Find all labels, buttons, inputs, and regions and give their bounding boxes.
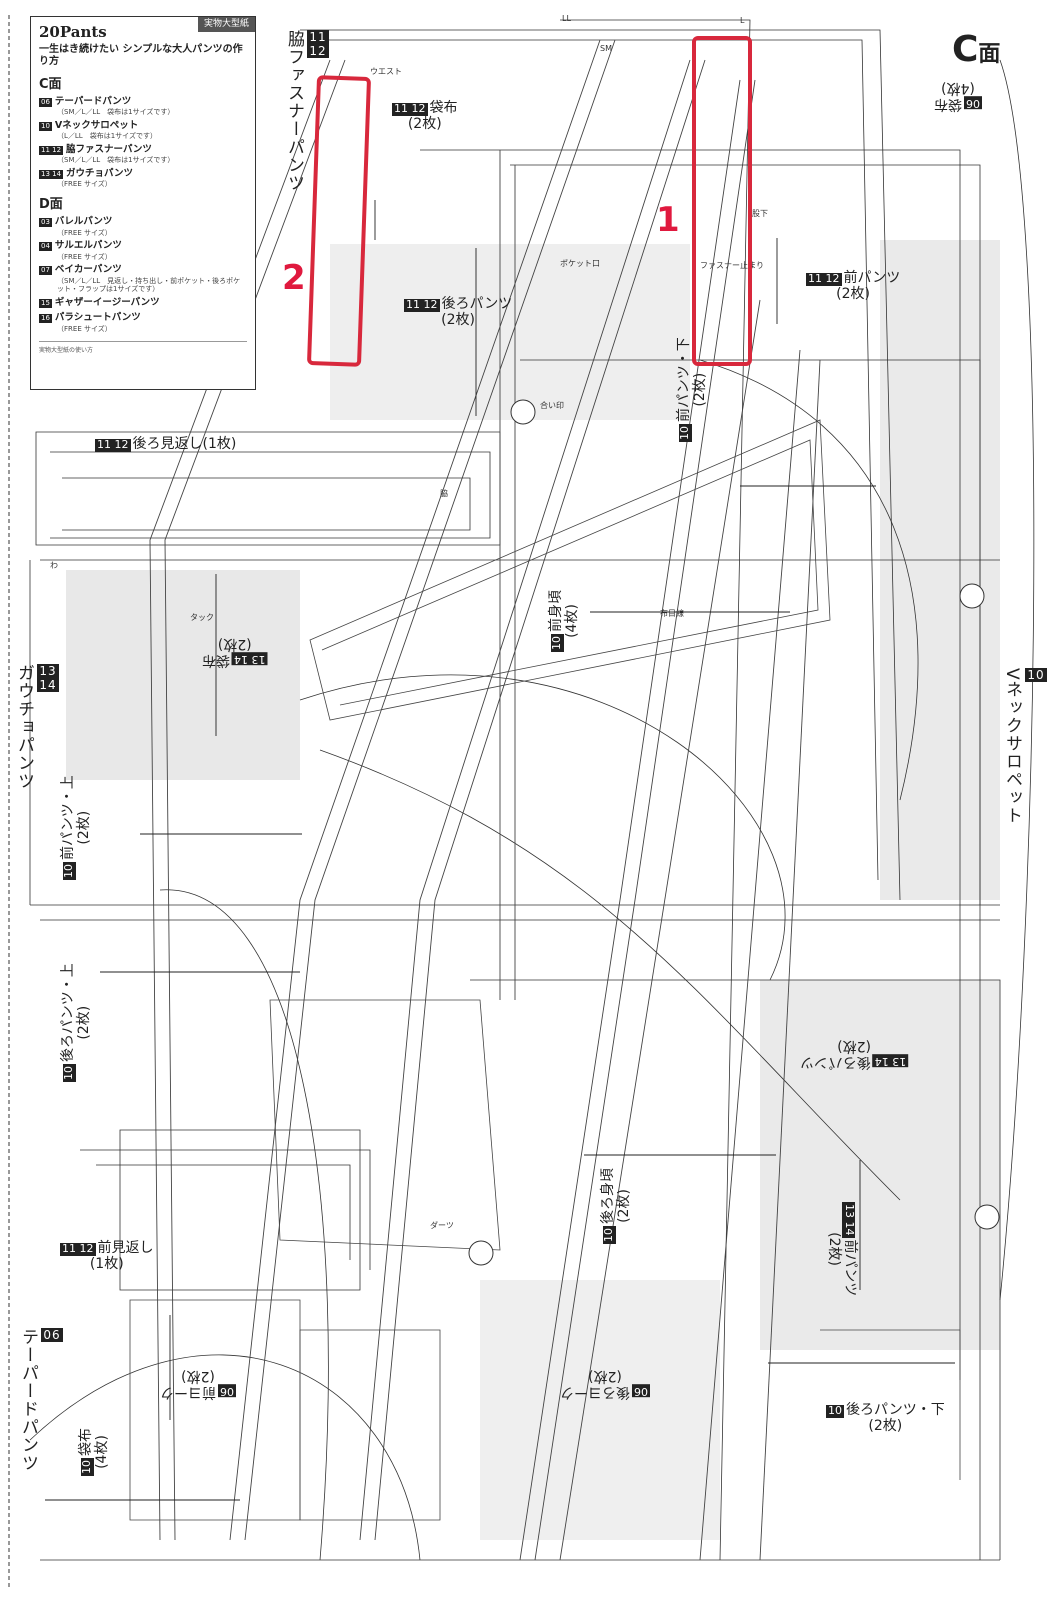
piece-front-yoke-06: 06前ヨーク(2枚) (160, 1368, 236, 1401)
label-notch: 合い印 (540, 401, 564, 410)
label-inseam: 股下 (752, 209, 768, 218)
piece-back-bodice-10: 10後ろ身頃(2枚) (600, 1168, 633, 1244)
label-side: 脇 (440, 489, 448, 498)
piece-front-pants-upper-10: 10前パンツ・上(2枚) (60, 775, 93, 880)
piece-back-pants-13-14: 13 14後ろパンツ(2枚) (800, 1038, 909, 1071)
piece-front-bodice-10: 10前身頃(4枚) (548, 590, 581, 652)
face-badge: C面 (952, 29, 1001, 70)
pattern-info-box: 実物大型紙 20Pants 一生はき続けたい シンプルな大人パンツの作り方 C面… (30, 16, 256, 390)
label-waist: ウエスト (370, 67, 402, 76)
fullsize-pattern-tag: 実物大型紙 (197, 17, 255, 33)
highlight-box-2 (306, 75, 372, 367)
label-grainline: 布目線 (660, 609, 684, 618)
face-c-heading: C面 (39, 76, 62, 92)
highlight-box-1 (692, 36, 752, 366)
marker-2: 2 (282, 258, 306, 298)
label-zipper-stop: ファスナー止まり (700, 261, 764, 270)
piece-pocket-bag-10: 10袋布(4枚) (78, 1428, 111, 1476)
piece-pocket-bag-06: 06袋布(4枚) (934, 80, 982, 113)
marker-1: 1 (656, 200, 680, 240)
label-dart: ダーツ (430, 1221, 454, 1230)
label-size-ll: LL (562, 14, 571, 23)
usage-notes-title: 実物大型紙の使い方 (39, 347, 94, 355)
label-fold: わ (50, 561, 58, 570)
book-subtitle: 一生はき続けたい シンプルな大人パンツの作り方 (39, 43, 243, 68)
piece-front-pants-13-14: 13 14前パンツ(2枚) (825, 1202, 858, 1297)
brand-title: 20Pants (39, 23, 107, 41)
face-d-heading: D面 (39, 197, 63, 212)
usage-notes: 実物大型紙の使い方 (39, 341, 247, 355)
label-size-sm: SM (600, 44, 612, 53)
piece-pocket-bag-13-14: 13 14袋布(2枚) (202, 636, 268, 669)
label-size-l: L (740, 16, 745, 25)
label-tuck: タック (190, 613, 214, 622)
piece-back-yoke-06: 06後ろヨーク(2枚) (560, 1368, 650, 1401)
label-pocket-opening: ポケット口 (560, 259, 600, 268)
piece-back-pants-upper-10: 10後ろパンツ・上(2枚) (60, 963, 93, 1082)
